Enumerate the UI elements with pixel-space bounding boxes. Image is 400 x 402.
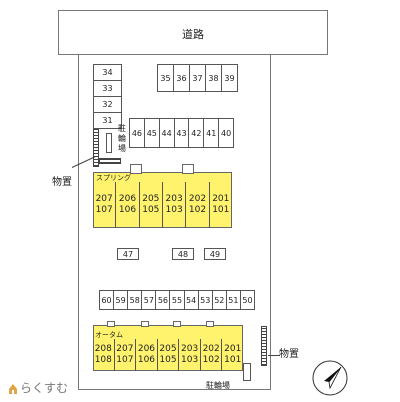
building-autumn-name: オータム <box>95 331 123 339</box>
storage-shed-right <box>261 326 267 366</box>
parking-slot-50: 50 <box>239 290 256 310</box>
building-autumn-notch-4 <box>206 321 214 327</box>
storage-label-left: 物置 <box>52 177 72 188</box>
unit-number-upper: 203 <box>165 194 183 204</box>
unit-number-upper: 202 <box>202 344 220 354</box>
parking-slot-45: 45 <box>143 118 160 148</box>
parking-slot-42: 42 <box>188 118 205 148</box>
unit-number-upper: 203 <box>181 344 199 354</box>
building-autumn-notch-1 <box>107 321 115 327</box>
unit-number-lower: 102 <box>188 205 207 215</box>
parking-slot-41: 41 <box>203 118 220 148</box>
building-spring-notch-2 <box>182 164 194 174</box>
parking-slot-52: 52 <box>211 290 227 310</box>
parking-slot-44: 44 <box>158 118 175 148</box>
parking-slot-59: 59 <box>113 290 129 310</box>
unit-number-upper: 206 <box>118 194 137 204</box>
parking-slot-48: 48 <box>172 248 194 260</box>
parking-slot-53: 53 <box>197 290 213 310</box>
bike-parking-top-box <box>106 133 112 153</box>
storage-shed-horizontal <box>99 158 121 164</box>
parking-slot-58: 58 <box>127 290 143 310</box>
unit-number-upper: 205 <box>159 344 177 354</box>
building-spring-notch-1 <box>130 164 142 174</box>
bike-parking-bottom-box <box>243 363 251 381</box>
building-autumn-notch-3 <box>173 321 181 327</box>
unit-number-upper: 201 <box>212 194 230 204</box>
parking-slot-55: 55 <box>169 290 185 310</box>
parking-slot-54: 54 <box>183 290 199 310</box>
parking-slot-57: 57 <box>141 290 157 310</box>
unit-number-lower: 107 <box>116 355 134 365</box>
unit-number-upper: 207 <box>116 344 134 354</box>
parking-slot-35: 35 <box>157 64 174 92</box>
parking-slot-36: 36 <box>173 64 190 92</box>
parking-slot-49: 49 <box>204 248 226 260</box>
parking-slot-31: 31 <box>93 112 122 129</box>
unit-number-lower: 107 <box>95 205 113 215</box>
parking-slot-34: 34 <box>93 64 122 81</box>
unit-number-lower: 101 <box>224 355 242 365</box>
parking-slot-38: 38 <box>205 64 222 92</box>
storage-label-right: 物置 <box>279 349 299 360</box>
parking-slot-51: 51 <box>225 290 241 310</box>
watermark-text: らくすむ <box>20 381 69 395</box>
unit-number-lower: 106 <box>118 205 137 215</box>
building-autumn <box>93 325 243 371</box>
unit-number-upper: 201 <box>224 344 242 354</box>
parking-slot-40: 40 <box>218 118 235 148</box>
unit-number-upper: 202 <box>188 194 207 204</box>
parking-slot-43: 43 <box>173 118 190 148</box>
parking-slot-47: 47 <box>117 248 139 260</box>
unit-number-lower: 105 <box>142 205 160 215</box>
unit-number-upper: 206 <box>137 344 156 354</box>
compass-icon <box>310 358 350 398</box>
parking-slot-32: 32 <box>93 96 122 113</box>
unit-number-lower: 103 <box>181 355 199 365</box>
storage-shed-vertical <box>93 129 99 167</box>
parking-slot-46: 46 <box>129 118 145 148</box>
parking-slot-39: 39 <box>221 64 238 92</box>
unit-number-upper: 208 <box>94 344 112 354</box>
building-autumn-notch-2 <box>141 321 149 327</box>
parking-slot-33: 33 <box>93 80 122 97</box>
parking-slot-56: 56 <box>155 290 171 310</box>
parking-slot-37: 37 <box>189 64 206 92</box>
unit-number-lower: 106 <box>137 355 156 365</box>
building-spring-name: スプリング <box>96 174 131 182</box>
unit-number-upper: 205 <box>142 194 160 204</box>
bike-parking-top-label: 駐輪場 <box>118 124 126 153</box>
storage-pointer-right <box>268 355 280 356</box>
watermark-logo-icon <box>8 380 18 394</box>
unit-number-lower: 108 <box>94 355 112 365</box>
parking-slot-60: 60 <box>99 290 115 310</box>
road <box>58 10 328 55</box>
bike-parking-bottom-label: 駐輪場 <box>206 381 230 390</box>
unit-number-lower: 102 <box>202 355 220 365</box>
unit-number-lower: 101 <box>212 205 230 215</box>
unit-number-lower: 105 <box>159 355 177 365</box>
unit-number-lower: 103 <box>165 205 183 215</box>
road-label: 道路 <box>182 28 204 41</box>
unit-number-upper: 207 <box>95 194 113 204</box>
